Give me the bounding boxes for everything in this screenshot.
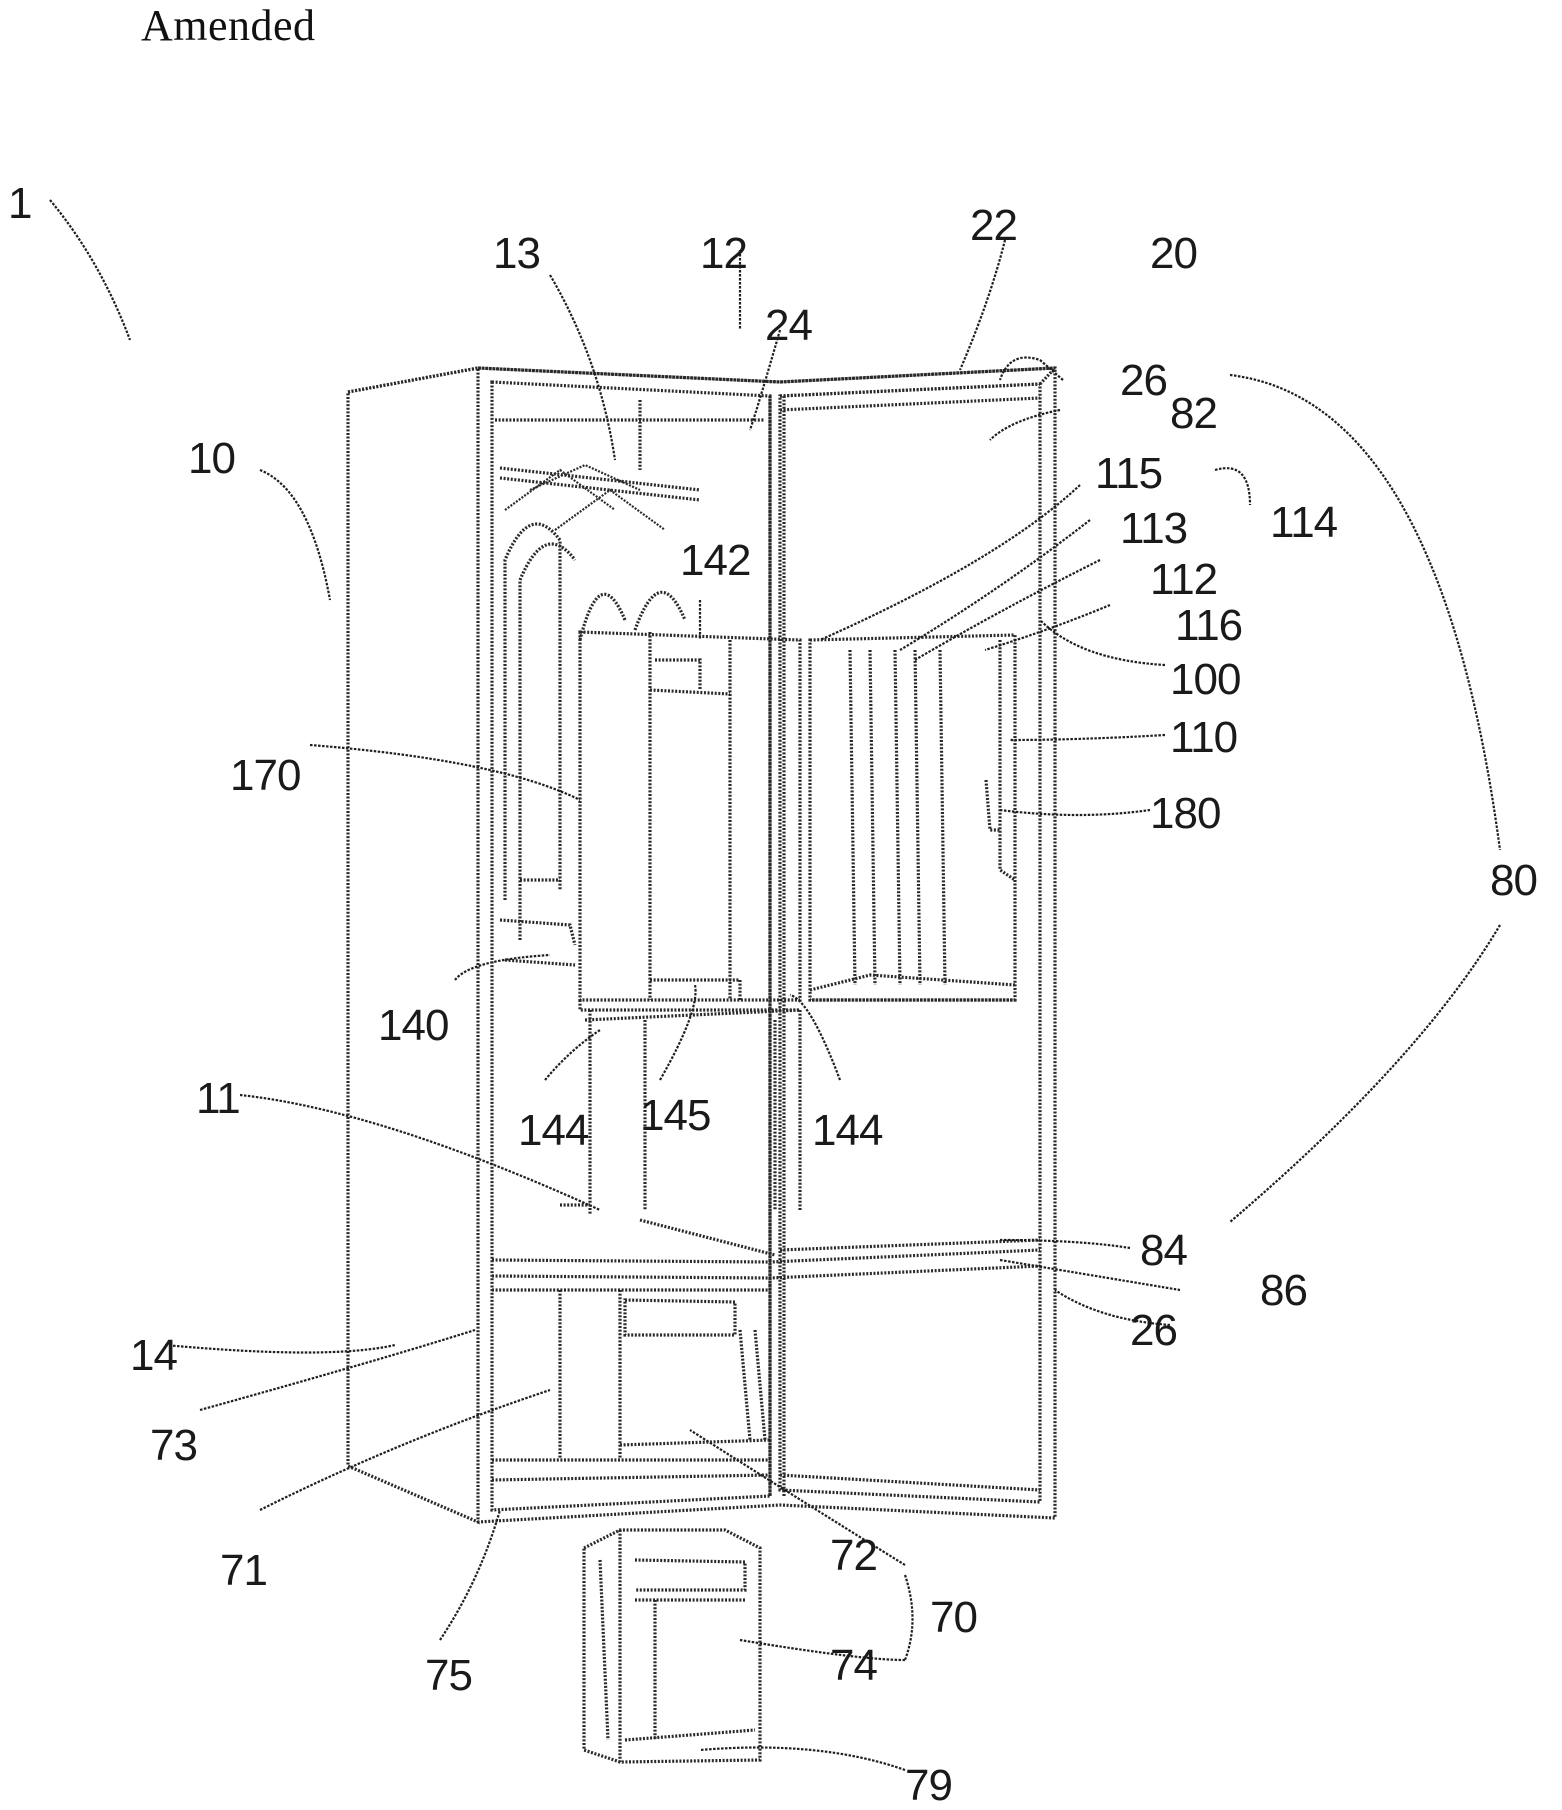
label-22: 22: [970, 201, 1017, 250]
label-79: 79: [905, 1761, 952, 1810]
label-86: 86: [1260, 1266, 1307, 1315]
detached-unit: [584, 1530, 760, 1762]
label-100: 100: [1170, 655, 1240, 704]
label-140: 140: [378, 1001, 448, 1050]
label-1: 1: [8, 179, 31, 228]
label-82: 82: [1170, 389, 1217, 438]
label-170: 170: [230, 751, 300, 800]
label-180: 180: [1150, 789, 1220, 838]
label-70: 70: [930, 1593, 977, 1642]
label-145: 145: [640, 1091, 710, 1140]
label-12: 12: [700, 229, 747, 278]
lower-compartment: [492, 1290, 1040, 1490]
label-20: 20: [1150, 229, 1197, 278]
label-26b: 26: [1130, 1306, 1177, 1355]
label-115: 115: [1095, 449, 1162, 498]
label-116: 116: [1175, 601, 1242, 650]
label-72: 72: [830, 1531, 877, 1580]
label-80: 80: [1490, 856, 1537, 905]
label-84: 84: [1140, 1226, 1187, 1275]
right-filter-panel: [810, 635, 1015, 1000]
label-112: 112: [1150, 555, 1217, 604]
label-144a: 144: [518, 1106, 589, 1155]
leader-lines: [50, 200, 1500, 1770]
label-14: 14: [130, 1331, 177, 1380]
label-113: 113: [1120, 504, 1187, 553]
label-10: 10: [188, 434, 235, 483]
label-13: 13: [493, 229, 540, 278]
label-73: 73: [150, 1421, 197, 1470]
reference-labels: 1 13 12 24 22 20 26 82 10 142 115 114 11…: [8, 179, 1537, 1810]
label-11: 11: [196, 1074, 240, 1123]
label-24: 24: [765, 301, 812, 350]
label-26a: 26: [1120, 356, 1167, 405]
label-114: 114: [1270, 498, 1338, 547]
label-142: 142: [680, 536, 750, 585]
label-71: 71: [220, 1546, 267, 1595]
label-74: 74: [830, 1641, 877, 1690]
label-144b: 144: [812, 1106, 883, 1155]
label-75: 75: [425, 1651, 472, 1700]
steam-unit: [560, 632, 800, 1255]
hanger-area: [495, 400, 765, 965]
middle-divider: [492, 1240, 1040, 1278]
label-110: 110: [1170, 713, 1237, 762]
